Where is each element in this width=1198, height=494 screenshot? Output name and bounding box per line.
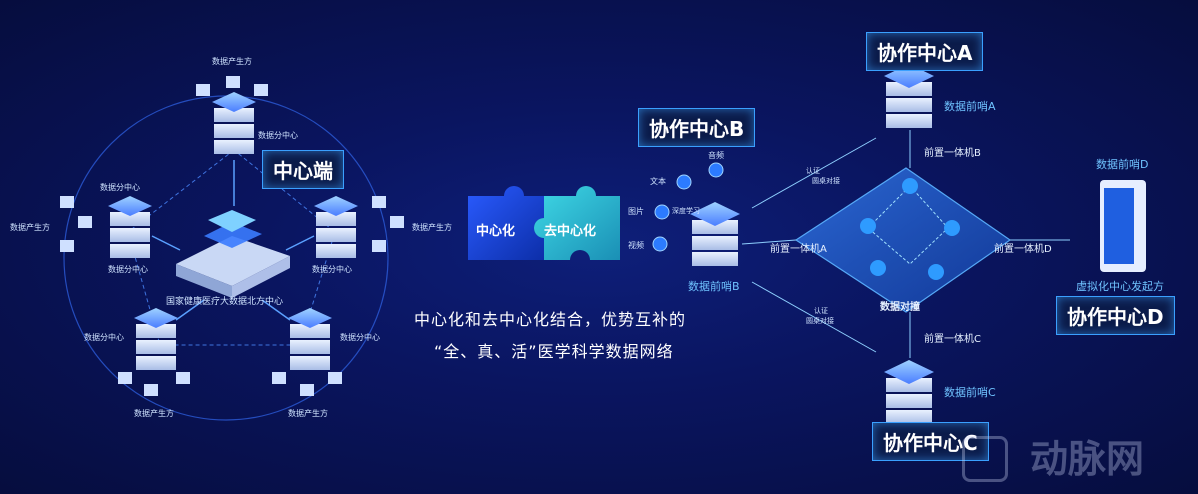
puzzle-graphic	[468, 186, 620, 260]
hub-arrows	[151, 160, 315, 321]
auth-label-2: 圆桌对接	[812, 177, 840, 185]
watermark-logo-icon	[962, 436, 1008, 482]
frontend-a-label: 前置一体机A	[770, 244, 827, 255]
server-center-top	[212, 92, 256, 154]
center-node-label: 国家健康医疗大数据北方中心	[166, 297, 284, 307]
producer-label-bottom-right: 数据产生方	[288, 409, 328, 418]
sub-center-label-bottom-right: 数据分中心	[340, 333, 380, 342]
producer-cubes	[60, 76, 404, 396]
server-sentinel-a	[884, 64, 934, 128]
media-icons	[652, 162, 724, 252]
tag-center-b: 协作中心B	[638, 108, 756, 147]
auth-label-1: 认证	[806, 167, 820, 175]
media-audio-label: 音频	[708, 151, 724, 160]
sub-center-label-right: 数据分中心	[312, 265, 352, 274]
frontend-d-label: 前置一体机D	[994, 244, 1052, 255]
producer-label-top: 数据产生方	[212, 57, 252, 66]
server-bottom-left	[134, 308, 178, 370]
media-text-label: 文本	[650, 177, 666, 186]
media-deep-label: 深度学习	[672, 207, 700, 215]
server-right	[314, 196, 358, 258]
sub-center-label-left-top: 数据分中心	[100, 183, 140, 192]
server-bottom-right	[288, 308, 332, 370]
frontend-links	[741, 130, 1070, 358]
caption-line-1: 中心化和去中心化结合，优势互补的	[414, 310, 687, 329]
producer-label-right: 数据产生方	[412, 223, 452, 232]
data-docking-label: 数据对撞	[880, 302, 920, 313]
media-video-label: 视频	[628, 241, 644, 250]
puzzle-left-label: 中心化	[476, 224, 516, 239]
sentinel-d-label: 数据前哨D	[1096, 158, 1149, 171]
server-left	[108, 196, 152, 258]
auth-label-3: 认证	[814, 307, 828, 315]
auth-links	[751, 137, 877, 353]
producer-label-bottom-left: 数据产生方	[134, 409, 174, 418]
server-sentinel-b	[690, 202, 740, 266]
producer-label-left: 数据产生方	[10, 223, 50, 232]
tag-center-c: 协作中心C	[872, 422, 989, 461]
central-hub	[176, 210, 290, 298]
tag-center-d: 协作中心D	[1056, 296, 1175, 335]
sub-center-label-top: 数据分中心	[258, 131, 298, 140]
docking-diamond	[794, 167, 1012, 313]
frontend-c-label: 前置一体机C	[924, 334, 981, 345]
frontend-b-label: 前置一体机B	[924, 148, 981, 159]
sentinel-c-label: 数据前哨C	[944, 386, 996, 399]
server-sentinel-c	[884, 360, 934, 424]
sub-center-label-bottom-left: 数据分中心	[84, 333, 124, 342]
media-image-label: 图片	[628, 207, 644, 216]
center-tag: 中心端	[262, 150, 344, 189]
sub-center-label-left: 数据分中心	[108, 265, 148, 274]
tag-center-a: 协作中心A	[866, 32, 984, 71]
caption-line-2: “全、真、活”医学科学数据网络	[434, 342, 674, 361]
auth-label-4: 圆桌对接	[806, 317, 834, 325]
puzzle-right-label: 去中心化	[544, 224, 597, 239]
initiator-label: 虚拟化中心发起方	[1076, 280, 1164, 293]
sentinel-b-label: 数据前哨B	[688, 280, 740, 293]
sentinel-a-label: 数据前哨A	[944, 100, 996, 113]
watermark-text: 动脉网	[1030, 437, 1145, 481]
server-sentinel-d	[1100, 180, 1146, 272]
